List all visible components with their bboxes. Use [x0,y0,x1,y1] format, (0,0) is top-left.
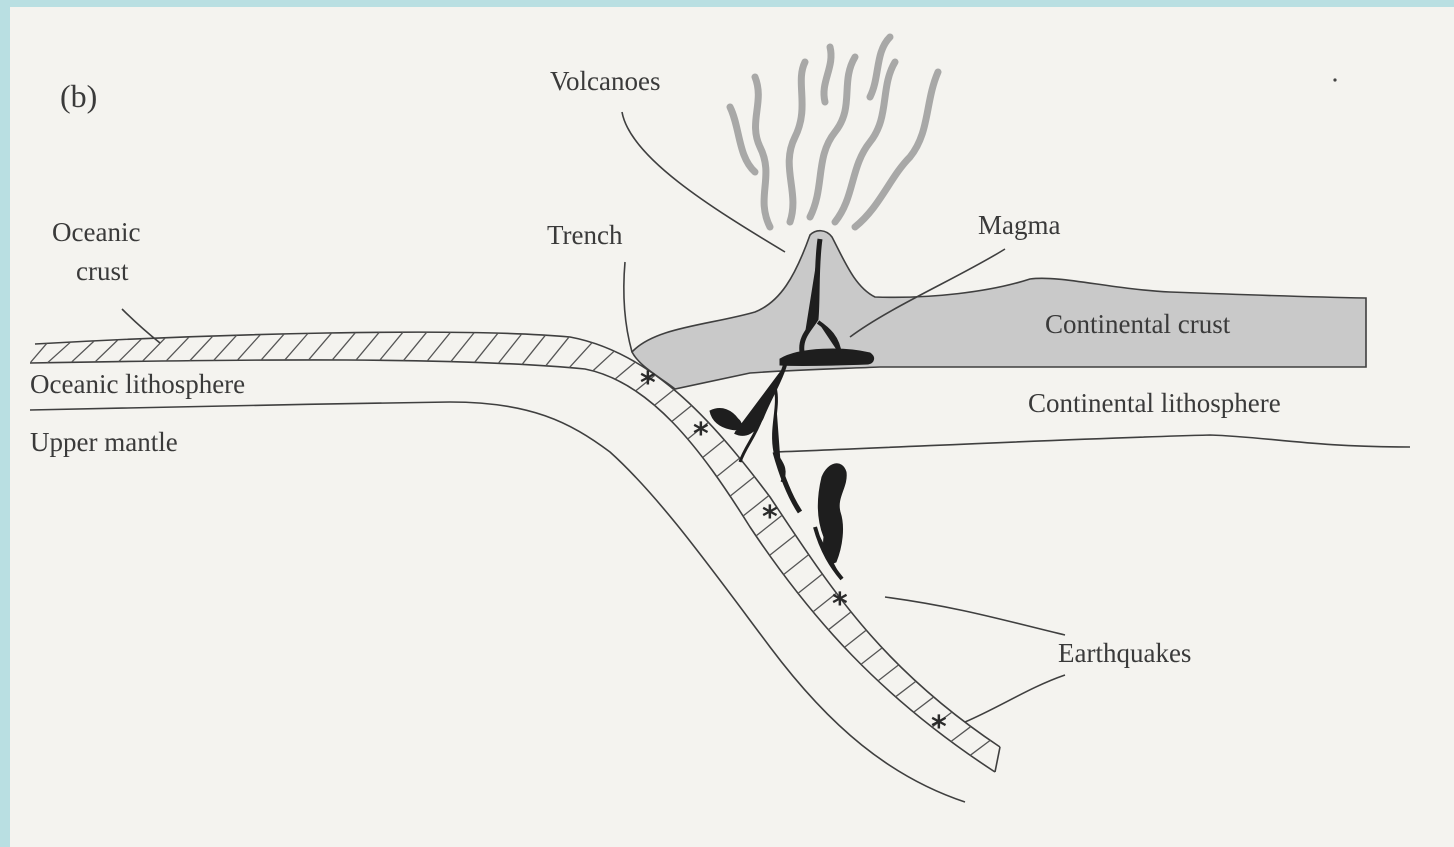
hatch-stroke [770,535,796,555]
hatch-stroke [451,333,474,362]
earthquake-star-icon: * [832,587,848,622]
hatch-stroke [119,339,142,362]
hatch-stroke [95,340,118,362]
oceanic-lithosphere-label: Oceanic lithosphere [30,369,245,399]
continental-lithosphere-base [775,435,1410,452]
hatch-stroke [522,335,545,364]
hatch-stroke [475,333,498,362]
subduction-diagram: * * * * * (b) Volcanoes Oceanic crust Tr… [10,7,1454,847]
leader-lines [122,112,1065,722]
speck [1333,78,1336,81]
hatch-stroke [214,335,237,360]
hatch-stroke [48,342,71,363]
hatch-stroke [798,574,822,593]
hatch-stroke [546,337,569,366]
continental-lithosphere-label: Continental lithosphere [1028,388,1281,418]
hatch-stroke [166,337,189,361]
continental-crust-label: Continental crust [1045,309,1231,339]
earthquake-star-icon: * [931,710,947,745]
hatch-stroke [569,343,592,368]
hatch-stroke [142,338,165,361]
slab-bottom-line [30,360,995,772]
hatch-stroke [717,458,740,476]
hatch-stroke [970,740,990,755]
hatch-stroke [356,332,379,360]
panel-label: (b) [60,78,97,114]
hatch-stroke [403,332,426,360]
hatch-stroke [844,630,866,647]
hatch-stroke [237,335,260,361]
diagram-frame: * * * * * (b) Volcanoes Oceanic crust Tr… [10,7,1454,847]
hatch-stroke [309,333,332,360]
volcanoes-label: Volcanoes [550,66,660,96]
hatch-stroke [332,333,355,360]
hatch-stroke [427,332,450,361]
hatch-stroke [784,555,809,575]
earthquake-star-icon: * [640,366,656,401]
hatch-stroke [285,333,308,360]
earthquake-markers: * * * * * [640,366,947,745]
hatch-stroke [861,648,882,665]
hatch-stroke [896,681,916,696]
hatch-stroke [190,336,213,361]
hatch-stroke [498,334,521,363]
upper-mantle-label: Upper mantle [30,427,178,457]
hatch-stroke [951,727,971,742]
magma-label: Magma [978,210,1060,240]
hatch-stroke [878,665,899,681]
hatch-stroke [654,390,673,406]
oceanic-crust-label-1: Oceanic [52,217,140,247]
hatch-stroke [672,405,692,421]
hatch-stroke [380,332,403,360]
hatch-stroke [30,343,47,363]
smoke-plumes [730,37,938,227]
slab-end [995,747,1000,772]
hatch-stroke [593,351,614,371]
continental-crust-shape [632,231,1366,389]
earthquake-star-icon: * [693,417,709,452]
hatch-stroke [261,334,284,360]
hatch-stroke [71,341,94,362]
trench-label: Trench [547,220,623,250]
earthquake-star-icon: * [762,500,778,535]
earthquakes-label: Earthquakes [1058,638,1191,668]
oceanic-crust-label-2: crust [76,256,129,286]
hatch-stroke [730,477,754,496]
hatch-stroke [615,362,635,379]
